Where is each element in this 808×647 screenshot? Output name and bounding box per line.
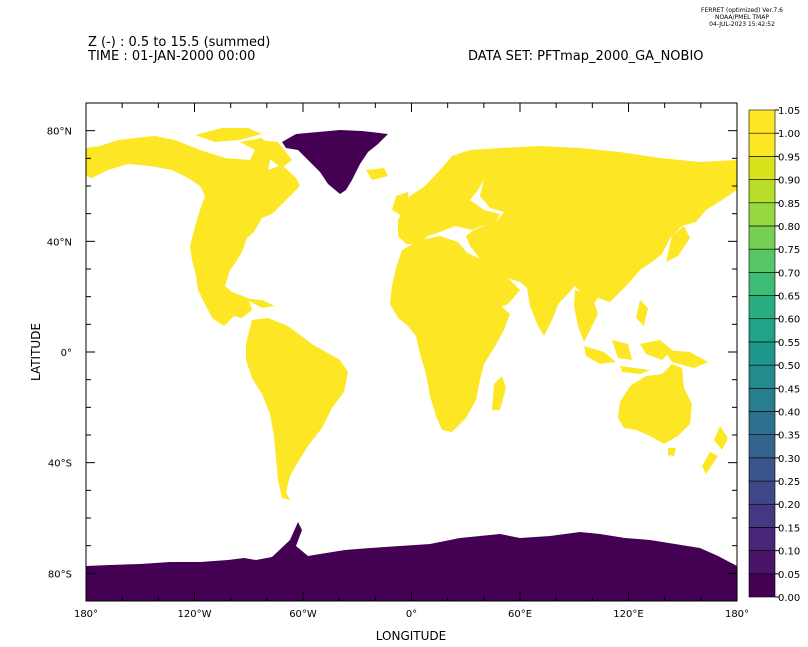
north-america bbox=[86, 136, 300, 326]
ferret-stamp-2: NOAA/PMEL TMAP bbox=[715, 14, 769, 21]
colorbar-swatch bbox=[748, 364, 776, 389]
x-tick-label: 60°W bbox=[289, 609, 317, 620]
colorbar-swatch bbox=[748, 434, 776, 459]
colorbar-label: 0.00 bbox=[778, 593, 800, 604]
colorbar-swatch bbox=[748, 295, 776, 320]
y-axis-label: LATITUDE bbox=[29, 323, 43, 381]
colorbar-label: 0.70 bbox=[778, 268, 800, 279]
british-isles bbox=[392, 192, 410, 216]
colorbar-swatch bbox=[748, 156, 776, 180]
iceland bbox=[366, 168, 388, 180]
colorbar-swatch bbox=[748, 527, 776, 551]
colorbar-swatch bbox=[748, 573, 776, 598]
colorbar-swatch bbox=[748, 132, 776, 157]
tasmania bbox=[668, 448, 676, 456]
colorbar-swatch bbox=[748, 480, 776, 505]
y-tick-label: 80°S bbox=[48, 569, 72, 580]
ferret-stamp-1: FERRET (optimized) Ver.7.6 bbox=[701, 7, 783, 14]
colorbar-label: 0.85 bbox=[778, 199, 800, 210]
colorbar-label: 0.90 bbox=[778, 176, 800, 187]
caribbean-islands bbox=[244, 298, 275, 308]
colorbar-label: 0.15 bbox=[778, 523, 800, 534]
colorbar-label: 0.40 bbox=[778, 407, 800, 418]
dataset-line: DATA SET: PFTmap_2000_GA_NOBIO bbox=[468, 49, 704, 64]
map-area bbox=[86, 103, 737, 601]
x-tick-label: 120°W bbox=[178, 609, 212, 620]
y-tick-label: 40°S bbox=[48, 459, 72, 470]
new-guinea bbox=[664, 350, 708, 368]
y-tick-label: 80°N bbox=[47, 127, 72, 138]
colorbar-label: 0.20 bbox=[778, 500, 800, 511]
colorbar-label: 1.05 bbox=[778, 106, 800, 117]
colorbar-swatch bbox=[748, 202, 776, 227]
colorbar-swatch bbox=[748, 248, 776, 273]
arctic-islands bbox=[195, 128, 262, 142]
colorbar-label: 0.95 bbox=[778, 152, 800, 163]
colorbar-swatch bbox=[748, 503, 776, 528]
baffin-island bbox=[258, 140, 292, 168]
japan bbox=[666, 226, 690, 262]
colorbar-label: 0.55 bbox=[778, 338, 800, 349]
y-tick-label: 40°N bbox=[47, 237, 72, 248]
x-tick-label: 180° bbox=[74, 609, 98, 620]
colorbar-label: 0.65 bbox=[778, 292, 800, 303]
ice-region bbox=[86, 130, 737, 601]
indonesia bbox=[584, 300, 672, 374]
greenland bbox=[282, 130, 388, 194]
new-zealand bbox=[702, 426, 728, 474]
asia bbox=[466, 146, 737, 312]
colorbar-swatch bbox=[748, 272, 776, 296]
colorbar-swatch bbox=[748, 179, 776, 204]
colorbar-label: 0.35 bbox=[778, 431, 800, 442]
z-range-line: Z (-) : 0.5 to 15.5 (summed) bbox=[88, 35, 270, 50]
colorbar-label: 1.00 bbox=[778, 129, 800, 140]
colorbar-swatch bbox=[748, 318, 776, 343]
europe bbox=[398, 150, 500, 244]
ferret-stamp-3: 04-JUL-2023 15:42:52 bbox=[709, 21, 775, 28]
colorbar-swatch bbox=[748, 411, 776, 435]
colorbar-label: 0.50 bbox=[778, 361, 800, 372]
colorbar-swatch bbox=[748, 387, 776, 412]
south-america bbox=[246, 318, 348, 500]
colorbar-label: 0.10 bbox=[778, 547, 800, 558]
colorbar-swatch bbox=[748, 225, 776, 250]
x-tick-label: 180° bbox=[725, 609, 749, 620]
colorbar: 0.00 0.05 0.10 0.15 0.20 0.25 0.30 0.35 0.40 0.45… bbox=[748, 106, 800, 604]
colorbar-label: 0.75 bbox=[778, 245, 800, 256]
colorbar-label: 0.45 bbox=[778, 384, 800, 395]
x-tick-label: 60°E bbox=[508, 609, 532, 620]
colorbar-label: 0.30 bbox=[778, 454, 800, 465]
madagascar bbox=[492, 376, 506, 410]
colorbar-swatch bbox=[748, 109, 776, 134]
time-line: TIME : 01-JAN-2000 00:00 bbox=[87, 49, 255, 64]
land-region bbox=[86, 128, 737, 500]
x-tick-label: 0° bbox=[406, 609, 417, 620]
colorbar-swatch bbox=[748, 457, 776, 482]
colorbar-label: 0.25 bbox=[778, 477, 800, 488]
indochina bbox=[574, 290, 598, 342]
colorbar-swatch bbox=[748, 341, 776, 366]
africa bbox=[390, 236, 510, 432]
australia bbox=[618, 364, 692, 444]
x-tick-label: 120°E bbox=[613, 609, 643, 620]
x-axis-label: LONGITUDE bbox=[376, 629, 446, 643]
colorbar-label: 0.05 bbox=[778, 570, 800, 581]
colorbar-label: 0.80 bbox=[778, 222, 800, 233]
antarctica bbox=[86, 522, 737, 601]
colorbar-label: 0.60 bbox=[778, 315, 800, 326]
india bbox=[526, 282, 560, 336]
colorbar-swatch bbox=[748, 550, 776, 575]
y-tick-label: 0° bbox=[61, 348, 72, 359]
map-axes: 180° 120°W 60°W 0° 60°E 120°E 180° 80°N 40°N 0° 40… bbox=[47, 102, 749, 620]
